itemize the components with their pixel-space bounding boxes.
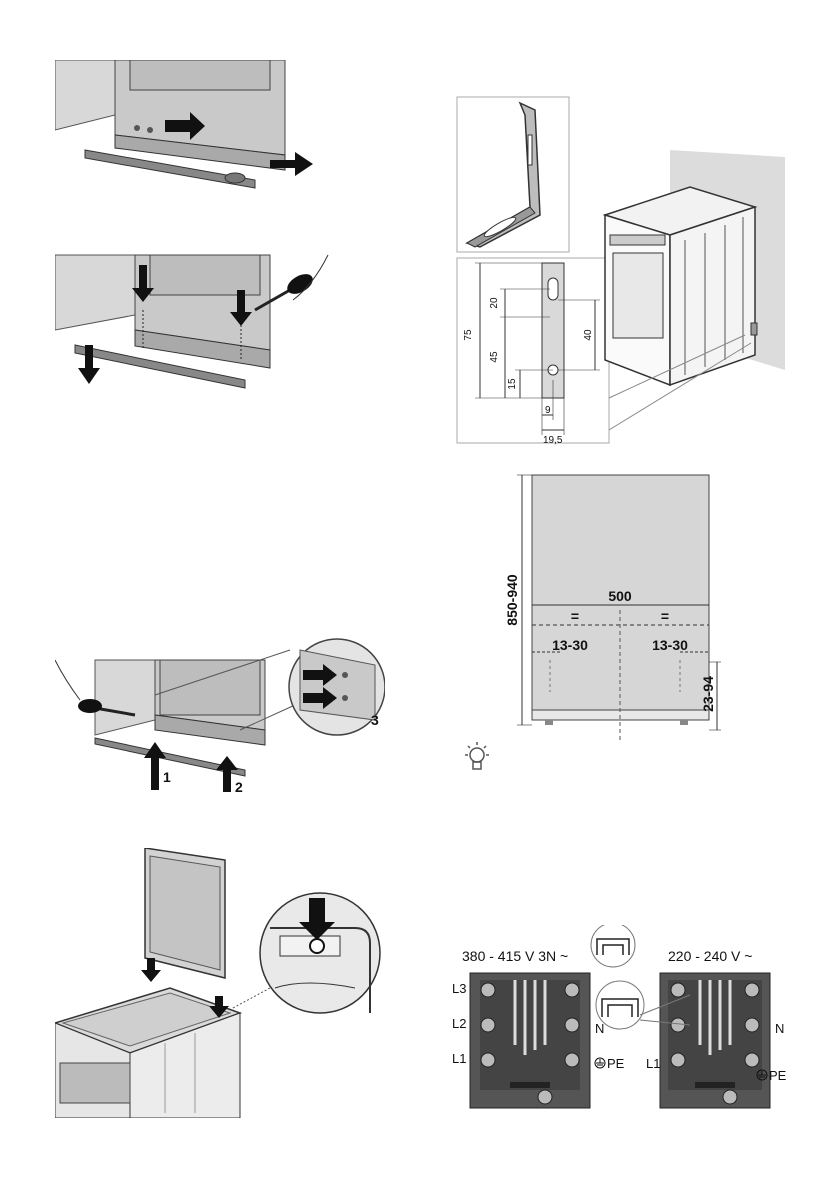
arrow-right-icon: [270, 152, 313, 176]
terminal-n-label: N: [595, 1021, 604, 1036]
single-phase-voltage-label: 220 - 240 V ~: [668, 948, 752, 964]
lid-installation-illustration: [55, 848, 385, 1118]
hinge-detail-callout: [259, 892, 381, 1014]
niche-height-label: 850-940: [505, 574, 520, 626]
arrow-down-icon: [230, 290, 252, 326]
terminal-n-single-label: N: [775, 1021, 784, 1036]
bracket-dimension-drawing: [475, 262, 600, 435]
screwdriver-icon: [254, 254, 329, 312]
offset-left-label: 13-30: [552, 637, 588, 653]
niche-dimensions-diagram: 850-940 500 = = 13-30 13-30 23-94: [505, 470, 725, 740]
step-3-label: 3: [371, 712, 379, 728]
arrow-down-icon: [78, 345, 100, 384]
three-phase-voltage-label: 380 - 415 V 3N ~: [462, 948, 568, 964]
step-2-label: 2: [235, 779, 243, 795]
terminal-pe-single-label: PE: [769, 1068, 787, 1083]
arrow-up-icon: [144, 742, 166, 790]
foot-height-label: 23-94: [700, 676, 716, 712]
dimension-45: 45: [489, 351, 500, 363]
dimension-15: 15: [507, 378, 518, 390]
niche-width-label: 500: [608, 588, 632, 604]
arrow-down-icon: [209, 996, 229, 1018]
arrow-right-icon: [303, 664, 337, 686]
equal-right-label: =: [661, 608, 669, 624]
earth-icon: [594, 1057, 606, 1069]
three-phase-terminal-block: [469, 972, 591, 1109]
arrow-down-icon: [299, 898, 335, 940]
terminal-l3-label: L3: [452, 981, 466, 996]
dimension-20: 20: [489, 297, 500, 309]
arrow-down-icon: [141, 958, 161, 982]
anti-tilt-bracket-illustration: 75 20 45 15 40 9 19,5: [455, 95, 800, 445]
arrow-up-icon: [216, 756, 238, 792]
step-1-label: 1: [163, 769, 171, 785]
screwdriver-icon: [55, 659, 136, 717]
arrow-right-icon: [303, 687, 337, 709]
bridge-jumper-icon: [595, 980, 645, 1030]
terminal-l1-single-label: L1: [646, 1056, 660, 1071]
single-phase-terminal-block: [659, 972, 771, 1109]
terminal-wiring-diagram: 380 - 415 V 3N ~ 220 - 240 V ~ L3 L2 L1 …: [450, 925, 795, 1110]
lightbulb-icon: [465, 742, 489, 770]
detail-callout: [288, 638, 385, 736]
dimension-9: 9: [545, 405, 551, 416]
arrow-right-icon: [165, 112, 205, 140]
terminal-l2-label: L2: [452, 1016, 466, 1031]
equal-left-label: =: [571, 608, 579, 624]
dimension-19-5: 19,5: [543, 435, 563, 445]
cooker-against-wall: [602, 150, 785, 387]
bridge-jumper-icon: [590, 925, 636, 968]
dimension-40: 40: [583, 329, 594, 341]
offset-right-label: 13-30: [652, 637, 688, 653]
terminal-pe-label: PE: [607, 1056, 625, 1071]
dimension-75: 75: [463, 329, 474, 341]
earth-icon: [756, 1069, 768, 1081]
arrow-down-icon: [132, 265, 154, 302]
plinth-slide-illustration: [55, 60, 325, 195]
terminal-l1-label: L1: [452, 1051, 466, 1066]
bracket-perspective: [465, 101, 541, 248]
plinth-screw-illustration: [55, 250, 330, 395]
plinth-refit-illustration: 1 2 3: [55, 620, 385, 795]
